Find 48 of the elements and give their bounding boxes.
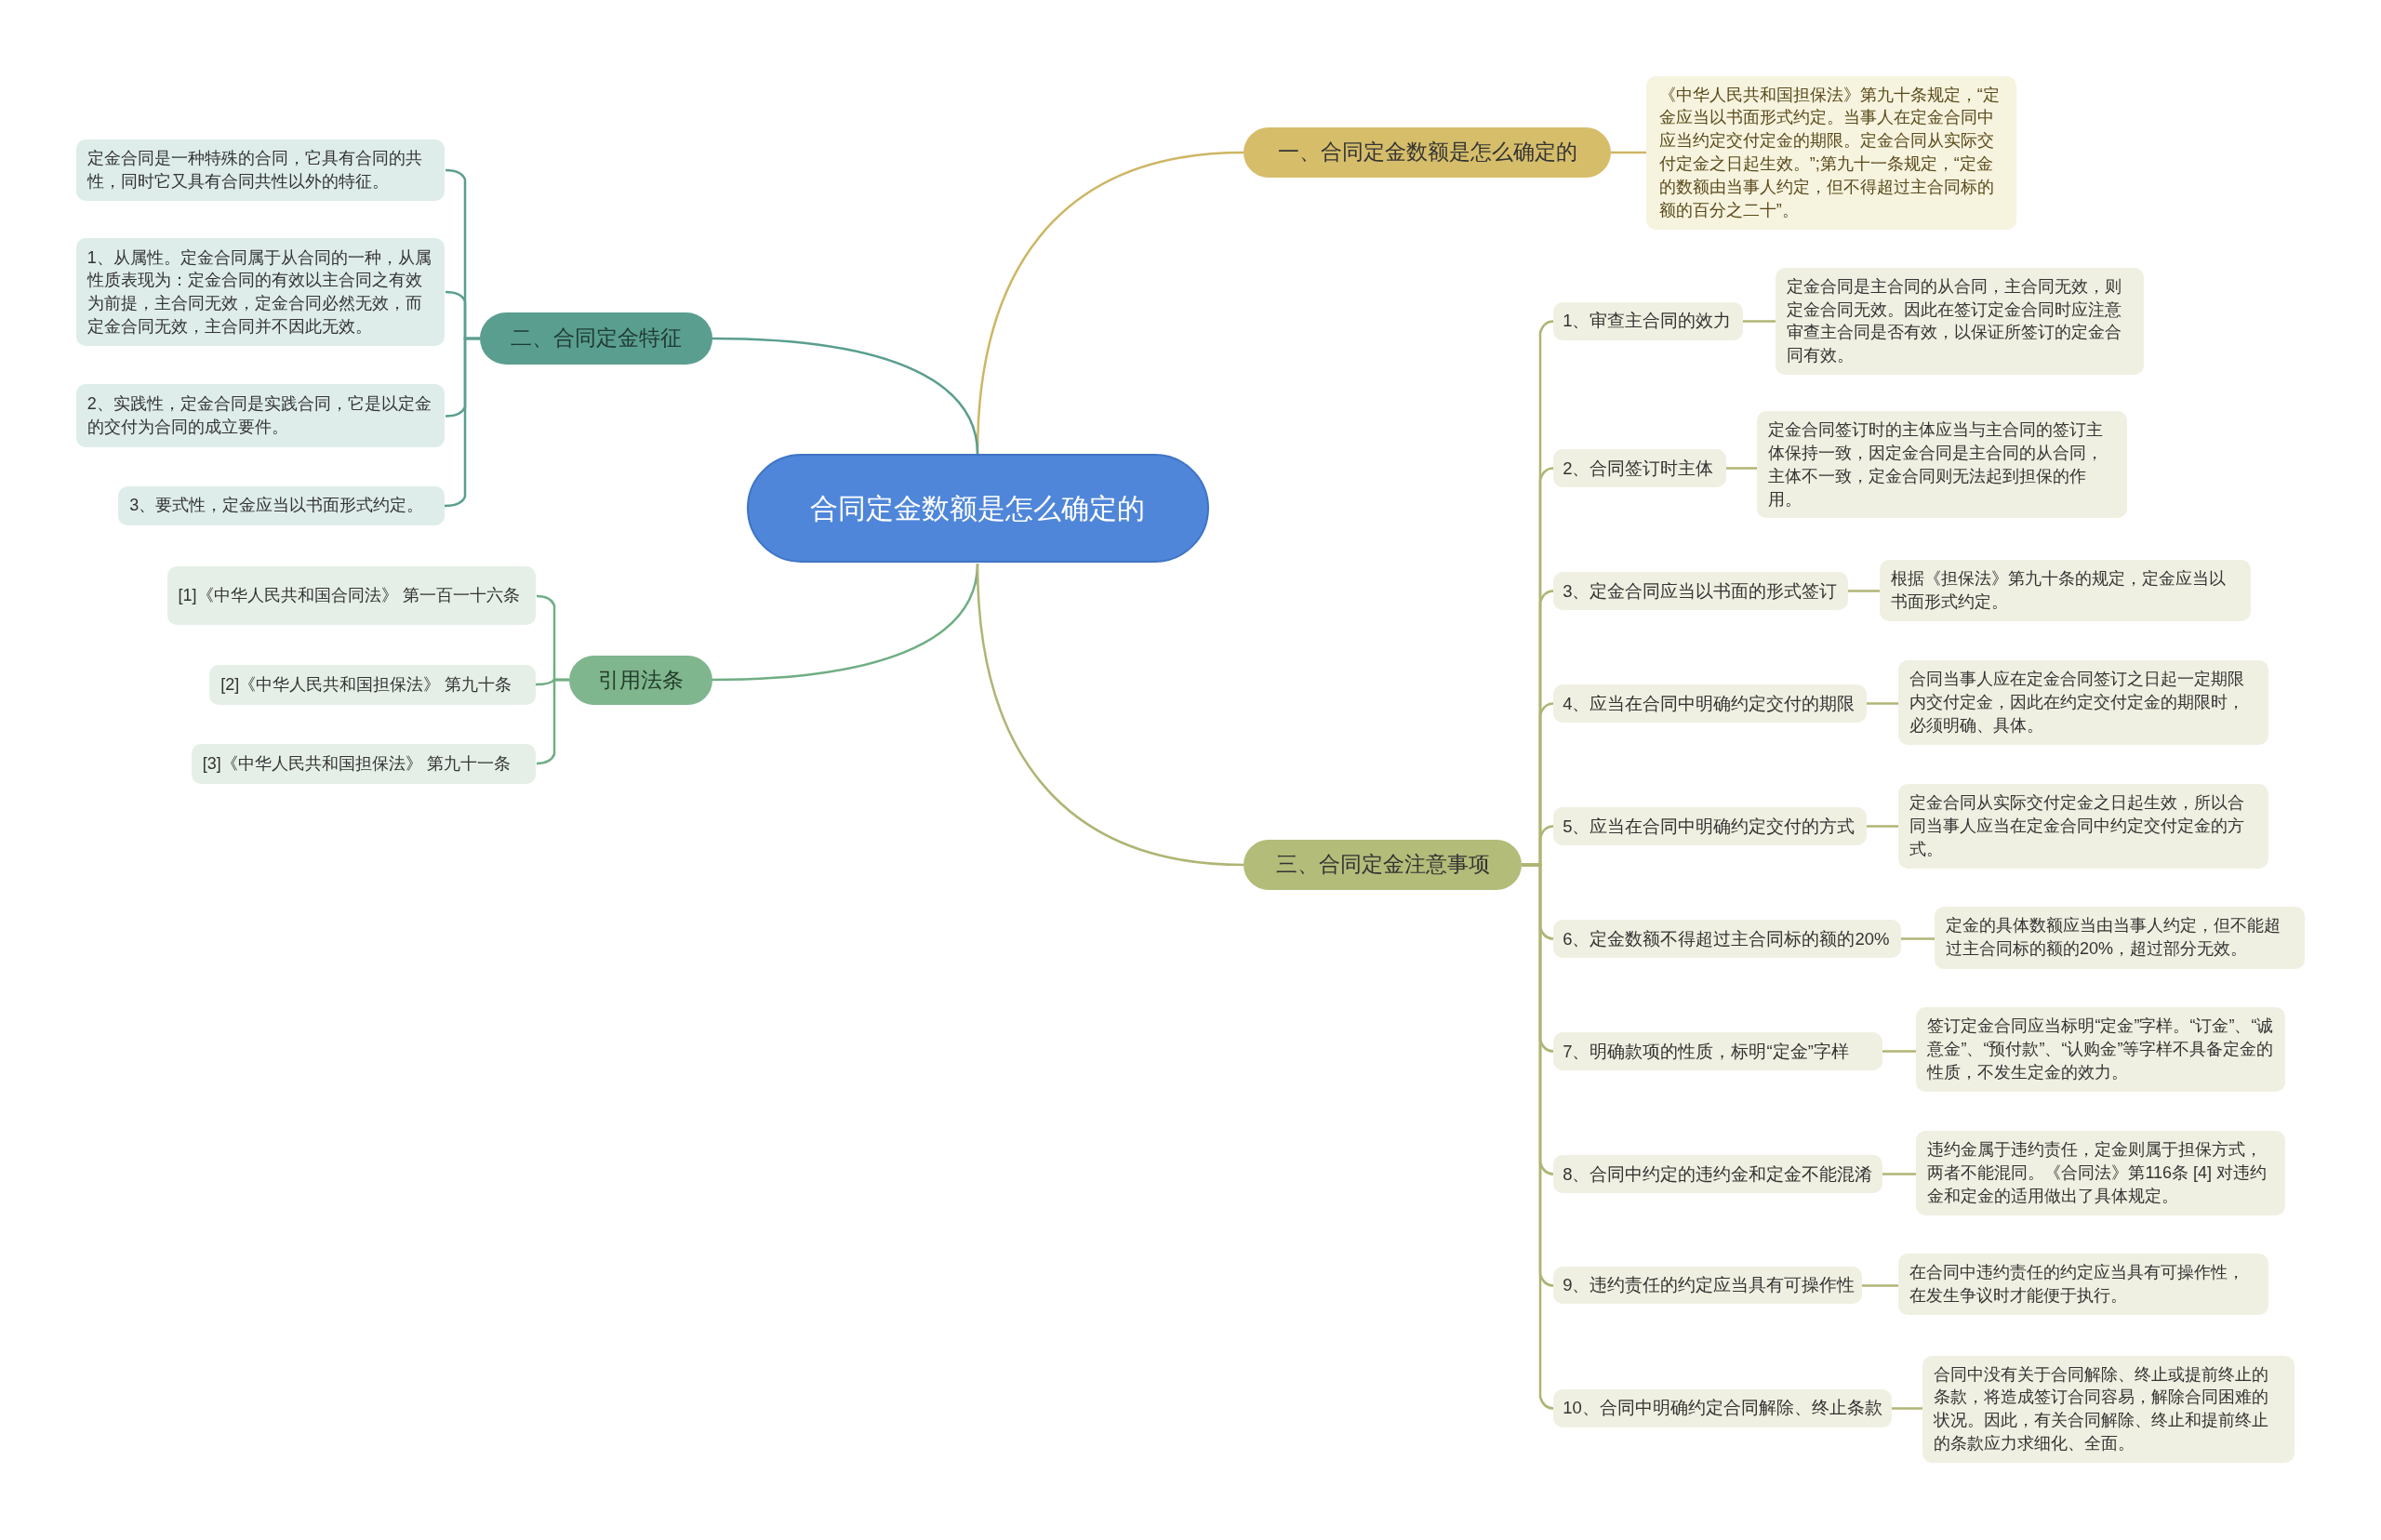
note-box: 3、要式性，定金应当以书面形式约定。 <box>118 485 446 526</box>
note-box: 定金合同是一种特殊的合同，它具有合同的共性，同时它又具有合同共性以外的特征。 <box>75 139 446 201</box>
item-box: 1、审查主合同的效力 <box>1553 301 1744 340</box>
connector-line <box>1848 590 1880 592</box>
note-box: 定金合同是主合同的从合同，主合同无效，则定金合同无效。因此在签订定金合同时应注意审查主合同是否有效，以保证所签订的定金合同有效。 <box>1775 267 2145 376</box>
connector-line <box>1861 1284 1898 1287</box>
connector-line <box>1611 151 1646 154</box>
connector-line <box>1882 1050 1916 1053</box>
note-box: 根据《担保法》第九十条的规定，定金应当以书面形式约定。 <box>1880 560 2251 621</box>
note-box: 2、实践性，定金合同是实践合同，它是以定金的交付为合同的成立要件。 <box>75 383 446 448</box>
connector-line <box>536 678 569 765</box>
item-box: 6、定金数额不得超过主合同标的额的20% <box>1553 920 1902 959</box>
connector-line <box>1866 825 1898 828</box>
item-box: 3、定金合同应当以书面的形式签订 <box>1553 572 1848 611</box>
item-box: 9、违约责任的约定应当具有可操作性 <box>1553 1266 1862 1305</box>
connector-line <box>1892 1407 1922 1410</box>
branch-topic: 一、合同定金数额是怎么确定的 <box>1244 127 1612 178</box>
connector-line <box>1901 937 1935 940</box>
connector-line <box>1726 467 1757 470</box>
connector-line <box>1866 702 1898 705</box>
connector-line <box>444 337 480 508</box>
note-box: [3]《中华人民共和国担保法》 第九十一条 <box>191 744 537 784</box>
connector-line <box>976 563 1244 867</box>
note-box: 合同中没有关于合同解除、终止或提前终止的条款，将造成签订合同容易，解除合同困难的状况。因此，有关合同解除、终止和提前终止的条款应力求细化、全面。 <box>1922 1355 2295 1463</box>
note-box: [2]《中华人民共和国担保法》 第九十条 <box>209 665 537 705</box>
item-box: 2、合同签订时主体 <box>1553 449 1727 487</box>
note-box: 《中华人民共和国担保法》第九十条规定，“定金应当以书面形式约定。当事人在定金合同中应当约定交付定金的期限。定金合同从实际交付定金之日起生效。”;第九十一条规定，“定金的数额由当事人约定，但不得超过主合同标的额的百分之二十”。 <box>1645 75 2017 230</box>
branch-topic: 引用法条 <box>569 656 712 705</box>
item-box: 10、合同中明确约定合同解除、终止条款 <box>1553 1388 1893 1427</box>
connector-line <box>712 337 979 455</box>
item-box: 4、应当在合同中明确约定交付的期限 <box>1553 684 1867 724</box>
branch-topic: 二、合同定金特征 <box>479 312 712 365</box>
item-box: 8、合同中约定的违约金和定金不能混淆 <box>1553 1155 1883 1194</box>
central-topic: 合同定金数额是怎么确定的 <box>747 453 1209 564</box>
connector-line <box>1882 1173 1916 1175</box>
connector-line <box>1743 320 1776 323</box>
note-box: 合同当事人应在定金合同签订之日起一定期限内交付定金，因此在约定交付定金的期限时，必须明确、具体。 <box>1897 660 2269 745</box>
note-box: 定金合同从实际交付定金之日起生效，所以合同当事人应当在定金合同中约定交付定金的方式。 <box>1897 783 2269 870</box>
note-box: [1]《中华人民共和国合同法》 第一百一十六条 <box>166 565 537 626</box>
note-box: 定金的具体数额应当由当事人约定，但不能超过主合同标的额的20%，超过部分无效。 <box>1935 906 2306 969</box>
note-box: 签订定金合同应当标明“定金”字样。“订金”、“诚意金”、“预付款”、“认购金”等字样不具备定金的性质，不发生定金的效力。 <box>1916 1006 2286 1093</box>
item-box: 5、应当在合同中明确约定交付的方式 <box>1553 807 1867 846</box>
note-box: 违约金属于违约责任，定金则属于担保方式，两者不能混同。《合同法》第116条 [4] 对违约金和定金的适用做出了具体规定。 <box>1916 1131 2286 1215</box>
note-box: 定金合同签订时的主体应当与主合同的签订主体保持一致，因定金合同是主合同的从合同，主体不一致，定金合同则无法起到担保的作用。 <box>1756 411 2128 519</box>
branch-topic: 三、合同定金注意事项 <box>1244 839 1522 890</box>
note-box: 1、从属性。定金合同属于从合同的一种，从属性质表现为：定金合同的有效以主合同之有效为前提，主合同无效，定金合同必然无效，而定金合同无效，主合同并不因此无效。 <box>75 238 446 347</box>
item-box: 7、明确款项的性质，标明“定金”字样 <box>1553 1032 1883 1070</box>
note-box: 在合同中违约责任的约定应当具有可操作性，在发生争议时才能便于执行。 <box>1897 1254 2269 1315</box>
